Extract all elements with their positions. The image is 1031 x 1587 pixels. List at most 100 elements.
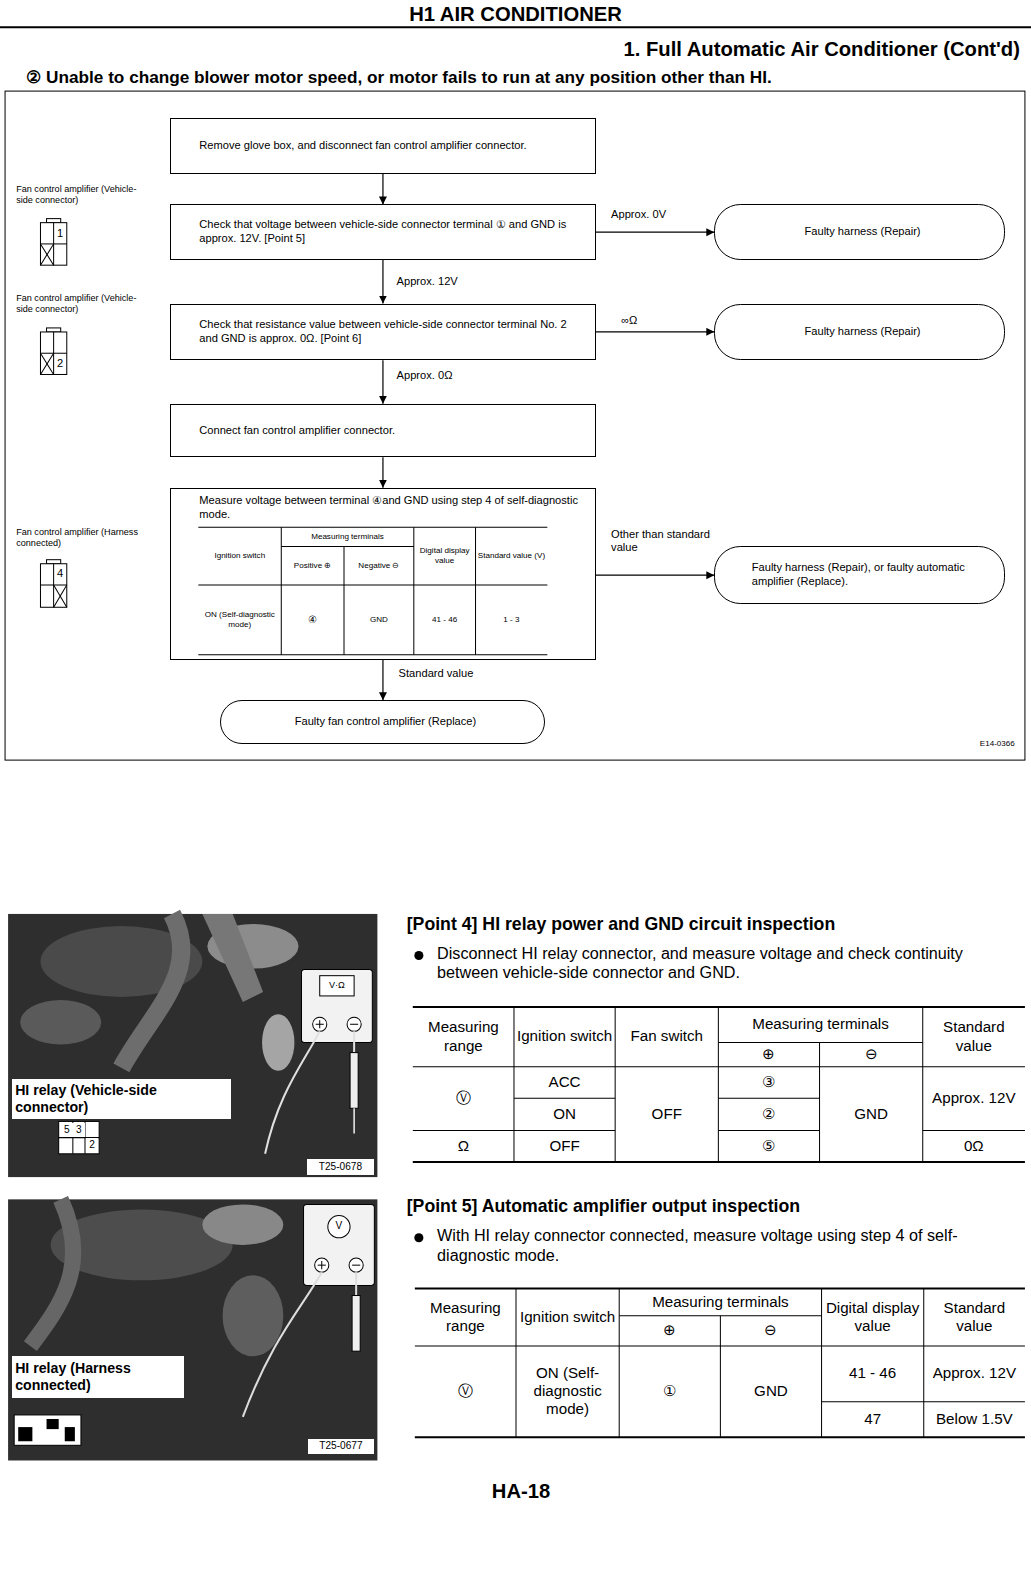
photo xyxy=(20,1000,101,1045)
edge-label: ∞Ω xyxy=(619,314,639,327)
header-rule xyxy=(0,26,1031,28)
photo xyxy=(59,1121,99,1153)
photo xyxy=(265,1031,320,1153)
box-text: Measure voltage between terminal ④and GN… xyxy=(199,494,580,522)
connector-symbol xyxy=(54,585,67,607)
table-cell: OFF xyxy=(514,1130,615,1161)
table-rule xyxy=(619,1288,620,1437)
connector-caption: Fan control amplifier (Vehicle-side conn… xyxy=(14,292,140,318)
table-rule xyxy=(475,527,476,655)
box-text: Faulty harness (Repair) xyxy=(736,225,990,239)
photo xyxy=(302,970,373,1043)
connector-symbol xyxy=(47,219,61,223)
table-rule xyxy=(615,1007,616,1162)
photo xyxy=(30,1199,73,1346)
photo-caption: HI relay (Vehicle-side connector) xyxy=(12,1079,231,1119)
table-rule xyxy=(718,1042,922,1043)
table-cell: ② xyxy=(718,1098,819,1130)
photo xyxy=(350,1053,358,1109)
result-box: Faulty harness (Repair) xyxy=(714,304,1004,361)
table-rule xyxy=(281,527,282,655)
connector-symbol xyxy=(40,353,53,374)
connector-symbol xyxy=(40,564,66,608)
table-rule xyxy=(413,1161,1025,1163)
photo xyxy=(223,1275,284,1356)
table-header: Measuring terminals xyxy=(718,1007,922,1042)
table-rule xyxy=(413,527,414,655)
photo xyxy=(47,1419,59,1429)
connector-symbol xyxy=(40,328,66,375)
section-heading: 1. Full Automatic Air Conditioner (Cont'… xyxy=(405,36,1022,62)
connector-symbol xyxy=(40,560,66,608)
point-heading: [Point 4] HI relay power and GND circuit… xyxy=(405,913,1027,937)
process-box: Check that resistance value between vehi… xyxy=(170,304,596,361)
connector-symbol xyxy=(40,332,66,375)
photo xyxy=(313,1017,327,1031)
table-rule xyxy=(415,1287,1025,1289)
table-cell: Approx. 12V xyxy=(924,1346,1025,1402)
connector-symbol xyxy=(40,353,53,374)
page-number: HA-18 xyxy=(465,1477,576,1505)
edge-label: Approx. 0Ω xyxy=(395,369,455,382)
figure-code: T25-0677 xyxy=(308,1439,375,1454)
connector-caption: Fan control amplifier (Vehicle-side conn… xyxy=(14,183,140,209)
table-cell: 41 - 46 xyxy=(414,585,476,655)
flow-arrow xyxy=(382,660,383,700)
photo xyxy=(321,1261,322,1269)
table-cell: ON (Self-diagnostic mode) xyxy=(516,1346,619,1437)
table-rule xyxy=(413,1006,1025,1008)
table-rules xyxy=(198,527,1025,1437)
process-box: Measure voltage between terminal ④and GN… xyxy=(170,488,596,660)
photo xyxy=(8,1199,377,1460)
table-rule xyxy=(922,1007,923,1162)
table-header: Positive ⊕ xyxy=(281,546,344,584)
photo-caption: HI relay (Harness connected) xyxy=(12,1356,184,1398)
instruction-text: Disconnect HI relay connector, and measu… xyxy=(435,943,1027,992)
flow-arrow xyxy=(382,457,383,487)
table-rule xyxy=(718,1098,819,1099)
photo xyxy=(243,1272,322,1417)
page-title: H1 AIR CONDITIONER xyxy=(0,1,1031,26)
instruction-text: With HI relay connector connected, measu… xyxy=(435,1225,1027,1274)
edge-label: Approx. 12V xyxy=(395,275,460,288)
table-cell: GND xyxy=(820,1066,923,1161)
table-rule xyxy=(198,584,547,585)
table-rule xyxy=(718,1130,819,1131)
flow-arrow xyxy=(382,260,383,304)
connector-symbol xyxy=(40,219,66,266)
connector-symbol xyxy=(40,244,53,265)
table-rule xyxy=(718,1007,719,1162)
photo xyxy=(202,914,263,1002)
table-header: ⊕ xyxy=(619,1315,720,1345)
table-header: Negative ⊖ xyxy=(344,546,414,584)
photo xyxy=(8,914,377,1177)
table-rule xyxy=(515,1288,516,1437)
photo xyxy=(202,1204,283,1244)
symptom-heading: ② Unable to change blower motor speed, o… xyxy=(24,65,1026,89)
figure-code: T25-0678 xyxy=(307,1159,375,1174)
table-cell: ON (Self-diagnostic mode) xyxy=(198,585,281,655)
flow-arrow xyxy=(382,360,383,404)
table-header: Digital display value xyxy=(822,1288,924,1346)
table-header: Fan switch xyxy=(615,1007,718,1067)
table-cell: Ω xyxy=(413,1130,514,1161)
photo xyxy=(355,1272,357,1295)
connector-symbol xyxy=(40,223,66,266)
table-header: Ignition switch xyxy=(514,1007,615,1067)
box-text: Check that voltage between vehicle-side … xyxy=(199,218,580,246)
table-header: Standard value (V) xyxy=(476,527,548,585)
table-header: Standard value xyxy=(924,1288,1025,1346)
photo xyxy=(18,1427,32,1441)
table-cell: Below 1.5V xyxy=(924,1401,1025,1436)
table-rule xyxy=(513,1007,514,1162)
result-box: Faulty fan control amplifier (Replace) xyxy=(220,700,546,744)
flow-arrow xyxy=(596,575,714,576)
flowchart-frame xyxy=(5,91,1025,760)
table-cell: ACC xyxy=(514,1066,615,1097)
photo xyxy=(347,1017,361,1031)
pin-number: 2 xyxy=(54,353,67,374)
connectors xyxy=(383,174,714,700)
photo xyxy=(65,1427,75,1441)
table-rule xyxy=(923,1288,924,1437)
